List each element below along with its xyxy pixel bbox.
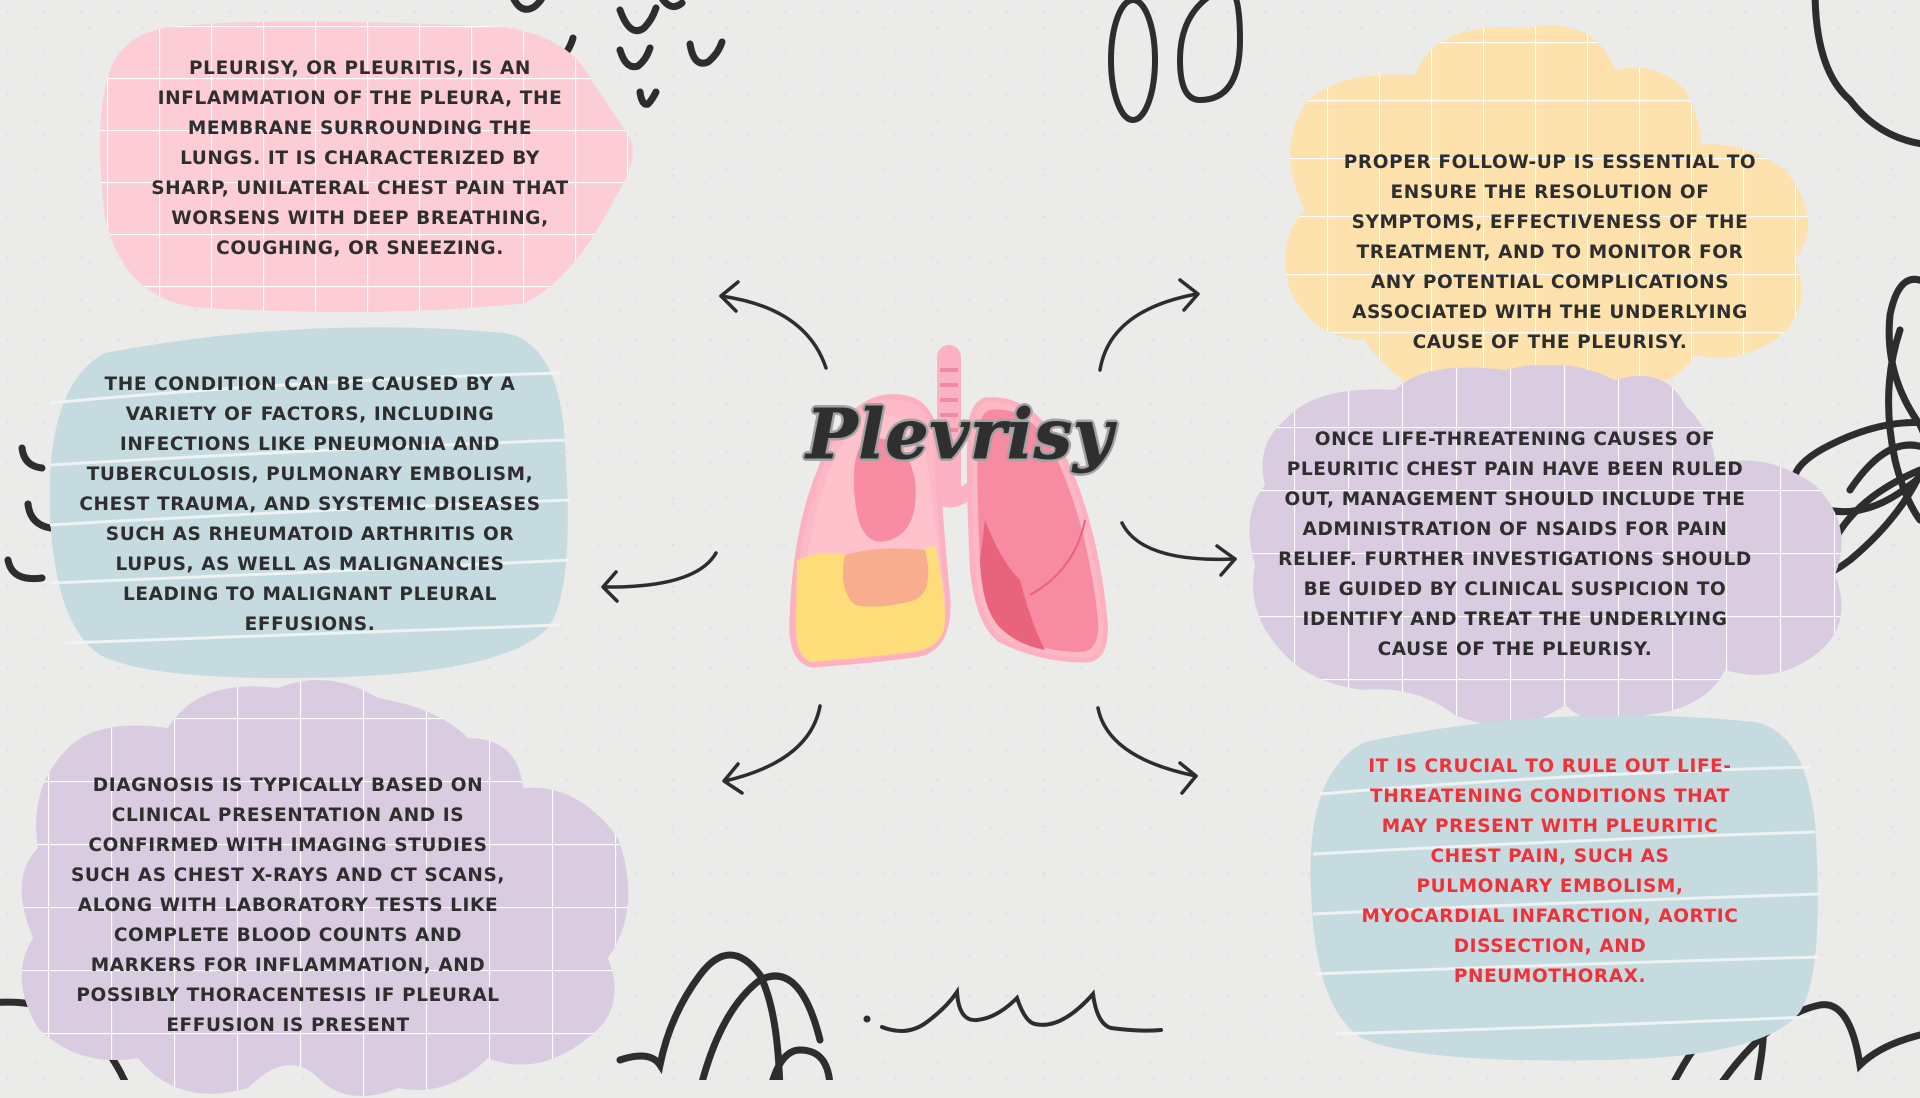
card-diagnosis-text: Diagnosis is typically based on clinical… bbox=[70, 774, 506, 1036]
wave-doodle-icon bbox=[863, 985, 1163, 1033]
pink-arrow-shape bbox=[100, 21, 633, 313]
card-definition: Pleurisy, or pleuritis, is an inflammati… bbox=[95, 18, 635, 313]
card-definition-text: Pleurisy, or pleuritis, is an inflammati… bbox=[151, 57, 569, 259]
purple-cloud-shape bbox=[21, 680, 629, 1096]
card-follow-up-text: Proper follow-up is essential to ensure … bbox=[1343, 151, 1757, 353]
curved-arrow-icon-bottom-right bbox=[1096, 706, 1198, 795]
blue-blob-shape bbox=[49, 327, 571, 679]
curve-doodle-icon bbox=[1811, 0, 1920, 148]
curved-arrow-icon-bottom-left bbox=[722, 704, 822, 795]
card-follow-up: Proper follow-up is essential to ensure … bbox=[1275, 20, 1820, 405]
blue-blob-shape bbox=[1310, 715, 1821, 1061]
card-management-text: Once life-threatening causes of pleuriti… bbox=[1278, 429, 1752, 660]
card-diagnosis: Diagnosis is typically based on clinical… bbox=[18, 678, 638, 1098]
left-tick-doodle-icon bbox=[4, 444, 54, 583]
curved-arrow-icon-top-right bbox=[1098, 278, 1200, 372]
loop-doodle-icon bbox=[1108, 0, 1244, 123]
purple-cloud-shape bbox=[1249, 365, 1842, 726]
card-causes: The condition can be caused by a variety… bbox=[45, 325, 575, 680]
curved-arrow-icon-mid-right bbox=[1120, 521, 1237, 577]
curved-arrow-icon-mid-left bbox=[601, 551, 718, 603]
curved-arrow-icon-top-left bbox=[719, 280, 828, 370]
card-management: Once life-threatening causes of pleuriti… bbox=[1245, 365, 1865, 735]
card-causes-text: The condition can be caused by a variety… bbox=[79, 374, 541, 635]
page-title: Plevrisy bbox=[806, 395, 1114, 476]
yellow-cloud-shape bbox=[1285, 25, 1808, 401]
card-rule-out: It is crucial to rule out life-threateni… bbox=[1305, 712, 1825, 1062]
scribble-doodle-icon bbox=[1790, 275, 1920, 577]
bottom-scribble-doodle-icon bbox=[616, 951, 833, 1080]
